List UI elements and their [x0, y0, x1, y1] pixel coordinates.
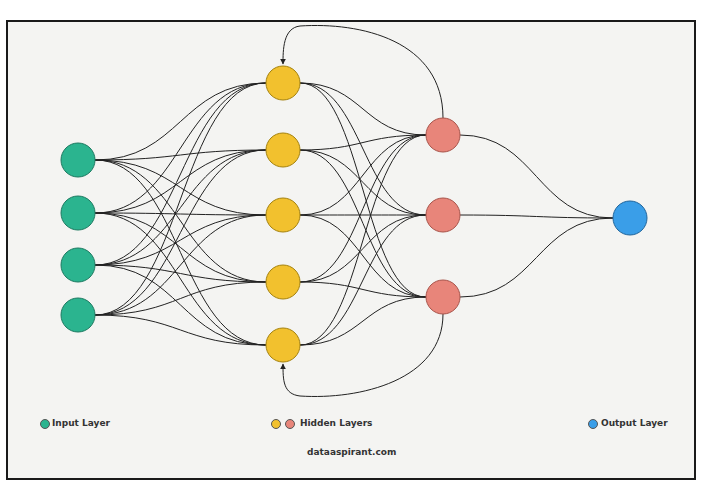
neuron — [266, 133, 300, 167]
legend-text: Output Layer — [601, 418, 668, 428]
connection-line — [300, 150, 426, 215]
connection-line — [95, 282, 266, 315]
connection-line — [300, 83, 426, 297]
neuron — [426, 118, 460, 152]
connection-line — [95, 160, 266, 345]
connection-line — [300, 135, 426, 282]
neuron — [426, 280, 460, 314]
connection-line — [460, 135, 613, 218]
neuron — [613, 201, 647, 235]
neuron — [266, 66, 300, 100]
connection-line — [300, 215, 426, 216]
connection-line — [300, 297, 426, 345]
neuron — [61, 196, 95, 230]
connection-line — [95, 215, 266, 265]
neuron — [426, 198, 460, 232]
neuron — [266, 265, 300, 299]
connection-line — [95, 150, 266, 213]
connection-line — [283, 25, 443, 118]
legend-swatch — [588, 419, 598, 429]
connection-line — [95, 213, 266, 215]
connection-line — [460, 215, 613, 218]
connection-line — [300, 135, 426, 345]
connection-line — [95, 150, 266, 160]
legend-text: Hidden Layers — [300, 418, 372, 428]
connection-line — [460, 218, 613, 297]
connection-line — [95, 83, 266, 265]
legend-text: Input Layer — [52, 418, 110, 428]
connection-line — [300, 215, 426, 345]
connection-line — [95, 150, 266, 265]
legend-swatch-secondary — [285, 419, 295, 429]
legend-swatch — [40, 419, 50, 429]
connection-line — [283, 314, 443, 396]
connection-line — [95, 265, 266, 345]
connection-line — [300, 215, 426, 282]
neuron — [266, 328, 300, 362]
connection-line — [300, 135, 426, 215]
connection-line — [95, 215, 266, 315]
neuron — [266, 198, 300, 232]
connection-line — [300, 83, 426, 215]
connection-line — [300, 150, 426, 297]
neuron — [61, 298, 95, 332]
connection-line — [95, 83, 266, 213]
legend-swatch — [271, 419, 281, 429]
connection-line — [95, 150, 266, 315]
diagram-frame — [6, 20, 696, 480]
connection-line — [95, 213, 266, 282]
connection-line — [300, 282, 426, 297]
credit-label: dataaspirant.com — [307, 447, 396, 457]
connection-line — [95, 315, 266, 345]
connection-line — [95, 83, 266, 315]
connection-line — [95, 160, 266, 282]
connection-line — [300, 215, 426, 297]
neuron — [61, 143, 95, 177]
neuron — [61, 248, 95, 282]
